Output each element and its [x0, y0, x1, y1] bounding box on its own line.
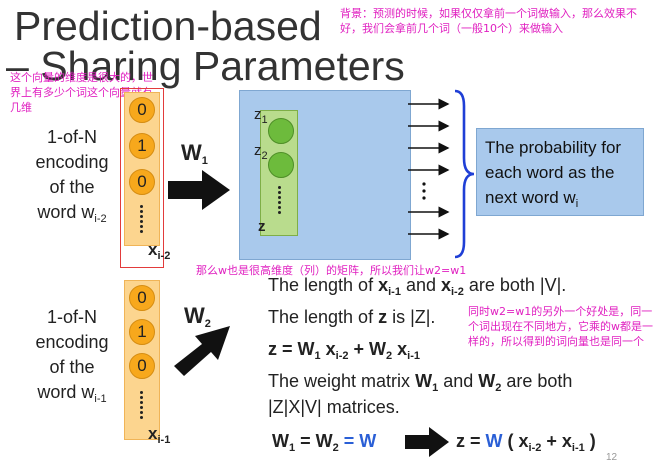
statement-weight-matrix: The weight matrix W1 and W2 are both	[268, 371, 573, 394]
statement-input-length: The length of xi-1 and xi-2 are both |V|…	[268, 275, 567, 298]
weight-label-w2: W2	[184, 303, 211, 330]
equation-z-shared: z = W ( xi-2 + xi-1 )	[456, 431, 596, 454]
encoding-label-bottom: 1-of-N encoding of the word wi-1	[35, 307, 109, 405]
vector-element: 0	[129, 285, 155, 311]
equation-shared-weights: W1 = W2 = W	[272, 431, 377, 454]
equation-z: z = W1 xi-2 + W2 xi-1	[268, 339, 420, 362]
vector-element: 0	[129, 169, 155, 195]
input-vector-top: 0 1 0	[124, 92, 160, 246]
vector-element: 1	[129, 133, 155, 159]
hidden-label-z2: z2	[254, 142, 268, 162]
hidden-label-z: z	[258, 218, 266, 235]
hidden-node-2	[268, 152, 294, 178]
note-vector-dimension: 这个向量的维度是很大的，世界上有多少个词这个向量就有几维	[10, 71, 153, 114]
input-vector-bottom: 0 1 0	[124, 280, 160, 440]
vector-element: 1	[129, 319, 155, 345]
statement-matrix-size: |Z|X|V| matrices.	[268, 397, 400, 417]
weight-label-w1: W1	[181, 140, 208, 167]
note-w-high-dim: 那么w也是很高维度（列）的矩阵，所以我们让w2=w1	[196, 264, 467, 277]
note-background: 背景：预测的时候，如果仅仅拿前一个词做输入，那么效果不好，我们会拿前几个词（一般…	[340, 7, 637, 35]
arrow-w1	[168, 170, 230, 210]
statement-z-length: The length of z is |Z|.	[268, 307, 436, 327]
arrow-implies	[405, 427, 449, 457]
vector-label-top: xi-2	[148, 240, 171, 262]
arrow-w2	[174, 326, 230, 376]
highlight-box	[120, 88, 164, 268]
title-line-2: – Sharing Parameters	[6, 43, 405, 89]
curly-brace	[454, 89, 475, 259]
encoding-label-top: 1-of-N encoding of the word wi-2	[35, 127, 109, 225]
vertical-ellipsis	[140, 205, 144, 235]
vector-element: 0	[129, 97, 155, 123]
vector-label-bottom: xi-1	[148, 424, 171, 446]
note-shared-benefit: 同时w2=w1的另外一个好处是，同一个词出现在不同地方，它乘的w都是一样的，所以…	[468, 305, 653, 348]
hidden-node-1	[268, 118, 294, 144]
hidden-label-z1: z1	[254, 106, 268, 126]
output-description-box: The probability for each word as the nex…	[476, 128, 644, 216]
vector-element: 0	[129, 353, 155, 379]
vertical-ellipsis	[278, 186, 282, 216]
vertical-ellipsis	[140, 391, 144, 421]
page-number: 12	[606, 452, 618, 463]
title-line-1: Prediction-based	[14, 3, 322, 49]
output-arrows	[408, 98, 450, 240]
